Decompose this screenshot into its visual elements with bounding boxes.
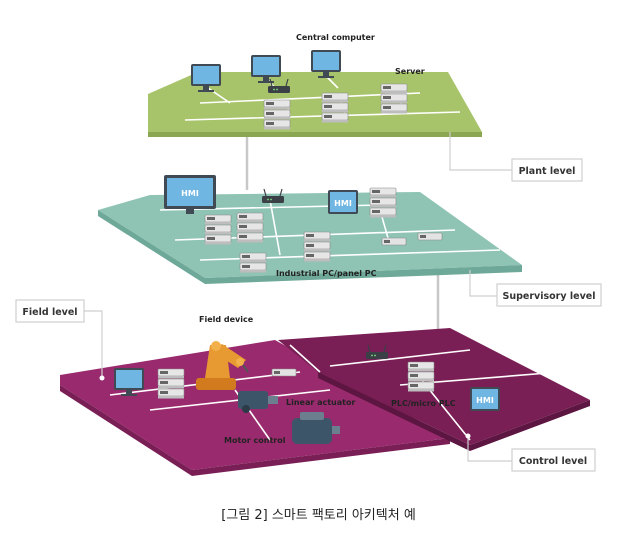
- hmi-label-center: HMI: [334, 199, 352, 208]
- control-level-platform: HMI: [278, 328, 590, 451]
- hmi-label-control: HMI: [476, 396, 494, 405]
- supervisory-plc-1: [381, 237, 407, 246]
- supervisory-router: [261, 188, 285, 204]
- hmi-monitor-center: HMI: [328, 190, 358, 214]
- server-stack-2: [322, 93, 348, 123]
- plant-level-platform: [148, 50, 482, 137]
- control-level-callout: Control level: [465, 433, 596, 472]
- field-device-label: Field device: [199, 315, 254, 324]
- supervisory-server-3: [304, 232, 330, 262]
- server-stack-1: [264, 100, 290, 130]
- server-label: Server: [395, 67, 425, 76]
- robot-arm-icon: [196, 341, 249, 390]
- supervisory-level-label: Supervisory level: [503, 291, 596, 302]
- supervisory-server-right: [370, 188, 396, 218]
- field-level-callout: Field level: [15, 299, 105, 381]
- linear-actuator-label: Linear actuator: [286, 398, 355, 407]
- control-server: [408, 362, 434, 392]
- figure-caption: [그림 2] 스마트 팩토리 아키텍처 예: [221, 508, 416, 523]
- motor-icon: [292, 412, 340, 444]
- field-level-platform: [60, 340, 450, 476]
- supervisory-server-4: [240, 253, 266, 273]
- supervisory-server-1: [205, 215, 231, 245]
- hmi-monitor-left: HMI: [164, 175, 216, 214]
- server-stack-3: [381, 84, 407, 114]
- supervisory-level-platform: HMI HMI: [98, 175, 522, 284]
- industrial-pc-label: Industrial PC/panel PC: [276, 269, 377, 278]
- plant-level-callout: Plant level: [449, 132, 583, 182]
- plc-label: PLC/micro PLC: [391, 399, 456, 408]
- motor-control-label: Motor control: [224, 436, 286, 445]
- hmi-label-left: HMI: [181, 189, 199, 198]
- field-server: [158, 369, 184, 399]
- hmi-monitor-control: HMI: [470, 387, 500, 411]
- supervisory-level-callout: Supervisory level: [469, 270, 602, 307]
- supervisory-server-2: [237, 213, 263, 243]
- supervisory-plc-2: [417, 232, 443, 241]
- linear-actuator-icon: [238, 391, 278, 413]
- control-level-label: Control level: [519, 456, 587, 467]
- field-level-label: Field level: [22, 307, 77, 318]
- field-plc: [271, 368, 297, 377]
- plant-level-label: Plant level: [519, 166, 576, 177]
- central-computer-label: Central computer: [296, 33, 375, 42]
